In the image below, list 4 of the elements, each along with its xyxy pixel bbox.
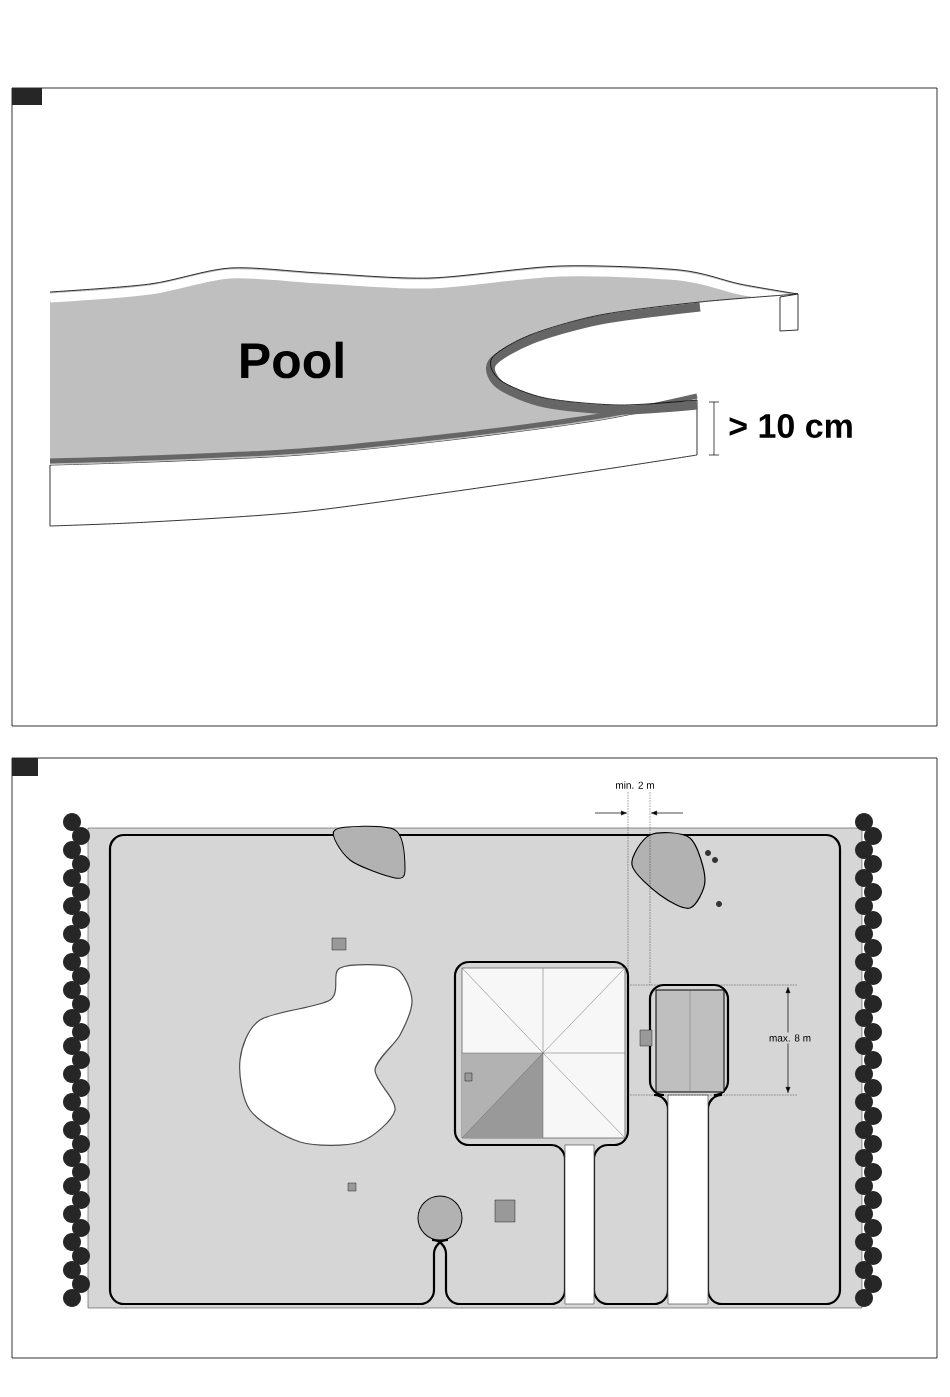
pool-label: Pool xyxy=(241,341,343,379)
dimension-label: max. 8 m xyxy=(766,1032,813,1044)
dimension-label: min. 2 m xyxy=(616,781,654,789)
dimension-label: > 10 cm xyxy=(729,413,852,439)
